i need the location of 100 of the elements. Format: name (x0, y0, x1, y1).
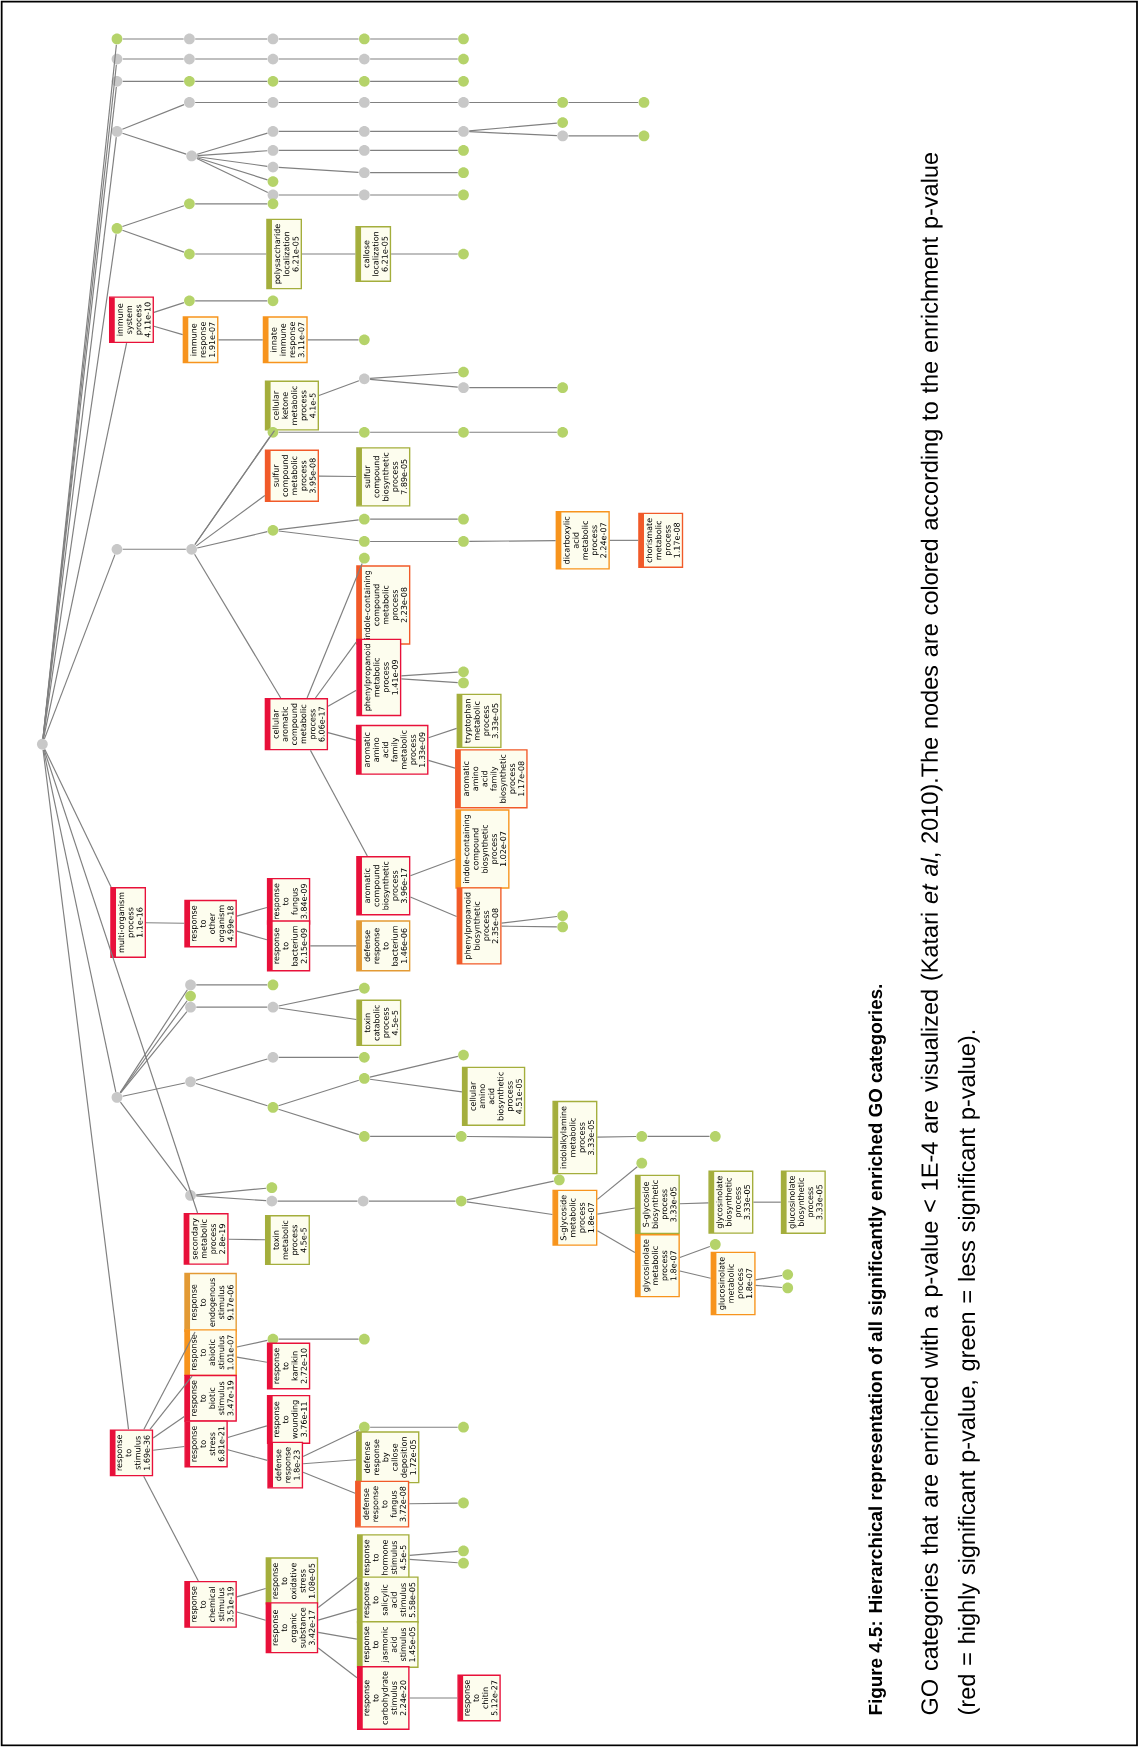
connector-line (317, 1577, 358, 1609)
term-box: chorismate metabolic process 1.17e-08 (638, 512, 684, 568)
term-box: S-glycoside metabolic process 1.8e-07 (552, 1189, 598, 1246)
term-box: indole-containing compound biosynthetic process 1.02e-07 (455, 809, 510, 889)
connector-line (122, 38, 185, 40)
connector-line (310, 749, 369, 857)
term-box: response to stress 6.81e-21 (184, 1420, 228, 1468)
connector-line (143, 1331, 196, 1430)
connector-line (369, 194, 459, 196)
connector-line (153, 325, 184, 336)
connector-line (278, 519, 360, 531)
connector-line (149, 1375, 193, 1430)
connector-line (369, 172, 459, 174)
connector-line (195, 495, 266, 547)
connector-line (369, 1078, 463, 1093)
connector-line (194, 58, 268, 60)
connector-line (307, 339, 360, 341)
connector-line (236, 1339, 269, 1348)
connector-line (218, 339, 264, 341)
connector-line (369, 371, 459, 379)
connector-line (196, 150, 268, 157)
term-box: response to oxidative stress 1.08e-05 (265, 1557, 319, 1605)
term-box: cellular aromatic compound metabolic process 6.06e-17 (264, 698, 329, 751)
connector-line (278, 149, 360, 151)
connector-line (755, 1284, 783, 1289)
term-box: aromatic compound biosynthetic process 3.96e-17 (356, 856, 411, 916)
connector-line (44, 748, 112, 888)
connector-line (368, 1200, 457, 1202)
term-box: indolalkylamine metabolic process 3.33e-05 (552, 1100, 598, 1175)
term-box: defense response to bacterium 1.46e-06 (356, 920, 411, 972)
connector-line (152, 1445, 186, 1451)
term-box: aromatic amino acid family metabolic process 1.33e-09 (356, 724, 429, 775)
term-box: response to wounding 3.76e-11 (267, 1394, 311, 1444)
term-box: glycosinolate metabolic process 1.8e-07 (635, 1234, 680, 1298)
node-label: response to fungus 3.84e-09 (274, 883, 307, 919)
connector-line (466, 1135, 554, 1138)
connector-line (369, 431, 459, 433)
term-box: response to biotic stimulus 3.47e-19 (184, 1374, 237, 1422)
connector-line (277, 1200, 359, 1202)
connector-line (278, 1056, 360, 1058)
connector-line (195, 1058, 269, 1081)
connector-line (145, 922, 186, 924)
term-box: immune response 1.91e-07 (182, 316, 219, 364)
term-box: phenylpropanoid biosynthetic process 2.35e-08 (456, 887, 502, 965)
connector-line (468, 101, 558, 104)
connector-line (302, 1459, 357, 1465)
connector-line (228, 1238, 266, 1241)
term-box: response to stimulus 1.69e-36 (109, 1429, 154, 1477)
term-box: tryptophan metabolic process 3.33e-05 (456, 693, 502, 749)
connector-line (278, 194, 360, 196)
connector-line (468, 431, 558, 433)
term-box: toxin metabolic process 4.5e-5 (265, 1215, 311, 1266)
connector-line (196, 156, 268, 167)
connector-line (318, 475, 357, 478)
connector-line (466, 1201, 554, 1216)
connector-line (227, 1449, 269, 1461)
node-label: indole-containing compound metabolic process 2.23e-08 (364, 570, 408, 639)
connector-line (317, 1631, 358, 1640)
connector-line (409, 1558, 459, 1564)
connector-line (195, 1082, 269, 1107)
term-box: response to organic substance 3.42e-17 (265, 1602, 319, 1654)
connector-line (195, 1195, 267, 1202)
connector-line (369, 1135, 457, 1137)
connector-line (468, 122, 558, 132)
connector-line (318, 380, 360, 397)
term-box: response to chitin 5.12e-27 (457, 1674, 501, 1722)
term-box: secondary metabolic process 2.8e-19 (183, 1213, 229, 1265)
connector-line (596, 1207, 636, 1215)
connector-line (278, 431, 360, 433)
term-box: response to fungus 3.84e-09 (267, 877, 311, 925)
connector-line (122, 1082, 186, 1097)
connector-line (679, 1245, 711, 1259)
connector-line (755, 1274, 783, 1281)
term-box: indole-containing compound metabolic process 2.23e-08 (356, 565, 411, 645)
connector-line (501, 915, 558, 924)
connector-line (400, 671, 459, 677)
connector-line (679, 1202, 710, 1205)
connector-line (122, 229, 185, 253)
connector-line (278, 1007, 358, 1021)
term-box: multi-organism process 1.1e-16 (110, 887, 147, 958)
connector-line (752, 1201, 782, 1203)
connector-line (278, 988, 360, 1007)
connector-line (278, 58, 360, 60)
connector-line (278, 1338, 360, 1340)
connector-line (194, 101, 268, 104)
term-box: response to abiotic stimulus 1.01e-07 (184, 1329, 237, 1376)
connector-line (278, 1108, 360, 1136)
connector-line (194, 38, 268, 40)
connector-line (679, 1270, 712, 1279)
connector-line (501, 925, 558, 928)
connector-line (317, 1608, 358, 1621)
connector-line (236, 1356, 268, 1363)
connector-line (468, 387, 558, 389)
term-box: sulfur compound biosynthetic process 7.89e-05 (356, 447, 411, 507)
connector-line (143, 1475, 200, 1582)
term-box: S-glycoside biosynthetic process 3.33e-05 (635, 1174, 680, 1235)
connector-line (43, 749, 199, 1214)
connector-line (196, 157, 269, 194)
connector-line (568, 101, 639, 104)
connector-line (236, 906, 268, 917)
